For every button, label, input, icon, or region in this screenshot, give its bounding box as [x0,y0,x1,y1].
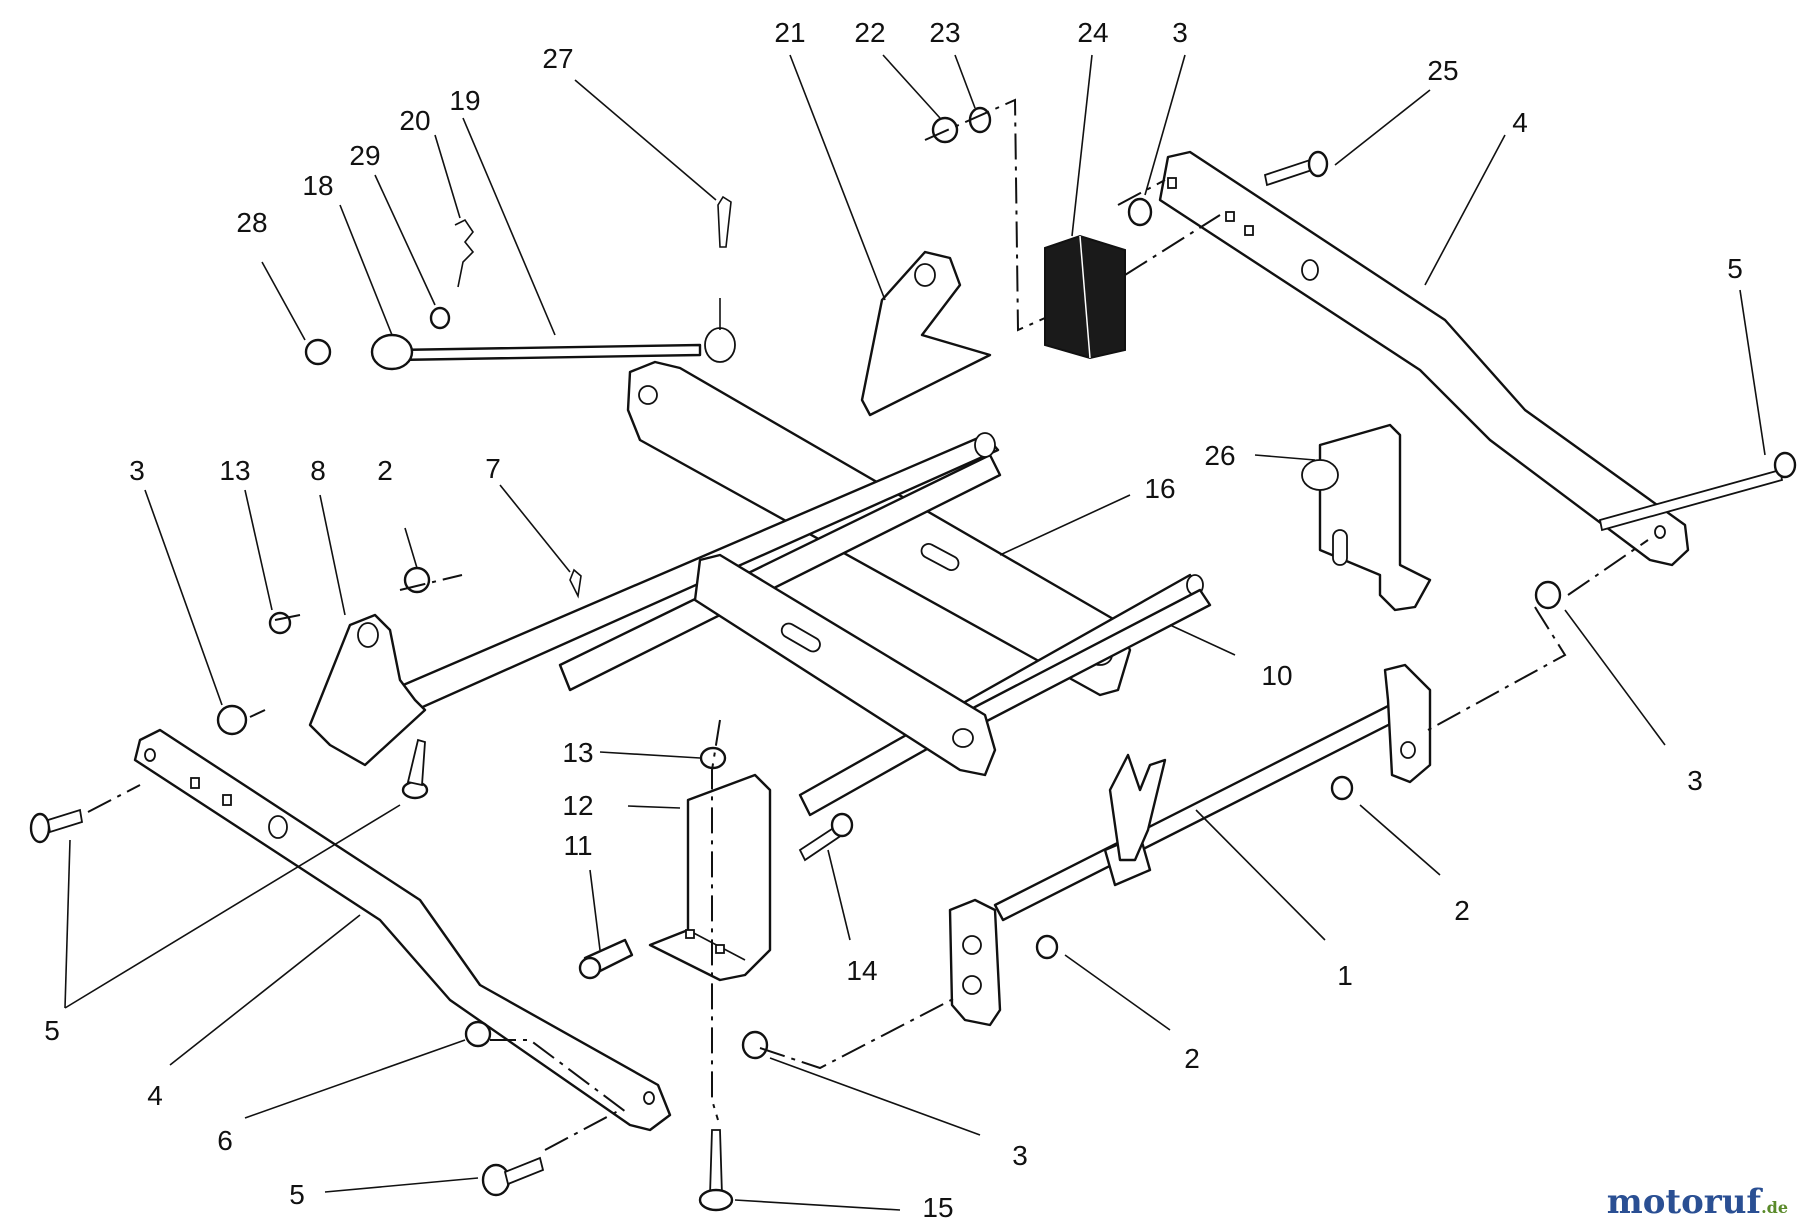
callout-18: 18 [302,170,333,201]
callout-3: 3 [129,455,145,486]
callout-4: 4 [147,1080,163,1111]
part-28-nut [304,338,332,366]
callout-16: 16 [1144,473,1175,504]
callout-2: 2 [1454,895,1470,926]
callout-8: 8 [310,455,326,486]
center-lines [87,98,1649,1151]
part-22-nut [931,116,959,144]
callout-22: 22 [854,17,885,48]
callout-1: 1 [1337,960,1353,991]
callout-12: 12 [562,790,593,821]
part-25-bolt [1263,150,1329,187]
callout-25: 25 [1427,55,1458,86]
leader-lines [64,54,1766,1211]
callout-4: 4 [1512,107,1528,138]
part-6-nut [464,1020,492,1048]
callout-27: 27 [542,43,573,74]
callout-labels: 1 2 2 2 3 3 3 3 4 4 5 5 5 6 7 8 10 11 12… [44,17,1743,1223]
part-27-cotter [717,195,732,248]
hardware [29,106,1797,1212]
callout-28: 28 [236,207,267,238]
part-14-bolt [798,812,854,862]
callout-5: 5 [289,1179,305,1210]
watermark-tld: .de [1761,1198,1788,1217]
part-13-nut-left [268,611,292,635]
part-3-spacer-right [1534,580,1562,610]
part-5-bolt-left [29,808,84,844]
part-1-plate [948,898,1002,1027]
part-5-bolt-right [1598,451,1797,532]
callout-19: 19 [449,85,480,116]
callout-29: 29 [349,140,380,171]
part-18-ferrule [370,333,414,371]
callout-3: 3 [1012,1140,1028,1171]
callout-26: 26 [1204,440,1235,471]
callout-5: 5 [1727,253,1743,284]
callout-11: 11 [563,830,592,861]
callout-13: 13 [219,455,250,486]
callout-21: 21 [774,17,805,48]
part-8-bracket [308,613,427,767]
part-3-spacer-top [1127,197,1153,227]
part-4-left-arm [133,728,672,1132]
part-12-bracket [648,773,772,982]
callout-23: 23 [929,17,960,48]
part-15-bolt [698,1129,734,1212]
callout-2: 2 [1184,1043,1200,1074]
watermark-logo: motoruf.de [1607,1182,1788,1222]
callout-14: 14 [846,955,877,986]
callout-5: 5 [44,1015,60,1046]
part-5-bolt-bottom [481,1156,545,1197]
callout-2: 2 [377,455,393,486]
part-21-bracket [860,250,992,417]
callout-7: 7 [485,453,501,484]
callout-20: 20 [399,105,430,136]
callout-3: 3 [1172,17,1188,48]
part-11-spacer [578,938,634,980]
part-1-cross-rod [993,663,1432,922]
part-7-cotter [569,568,582,599]
part-24-bumper [1044,234,1126,360]
part-2-nut-lower [1035,934,1059,960]
part-19-rod [393,298,736,363]
part-5-bolt-center [401,738,429,800]
callout-13: 13 [562,737,593,768]
callout-10: 10 [1261,660,1292,691]
part-2-nut-right [1330,775,1354,801]
watermark-brand: motoruf [1606,1182,1762,1222]
part-26-bracket [1301,423,1432,612]
callout-24: 24 [1077,17,1108,48]
callout-3: 3 [1687,765,1703,796]
part-10-lower-bar [693,553,997,777]
part-4-right-arm [1158,150,1690,567]
part-29-washer [429,306,451,330]
callout-6: 6 [217,1125,233,1156]
part-3-spacer-lower [741,1030,769,1060]
part-20-hairpin [454,218,475,288]
part-3-spacer-left [216,704,248,736]
callout-15: 15 [922,1192,953,1223]
